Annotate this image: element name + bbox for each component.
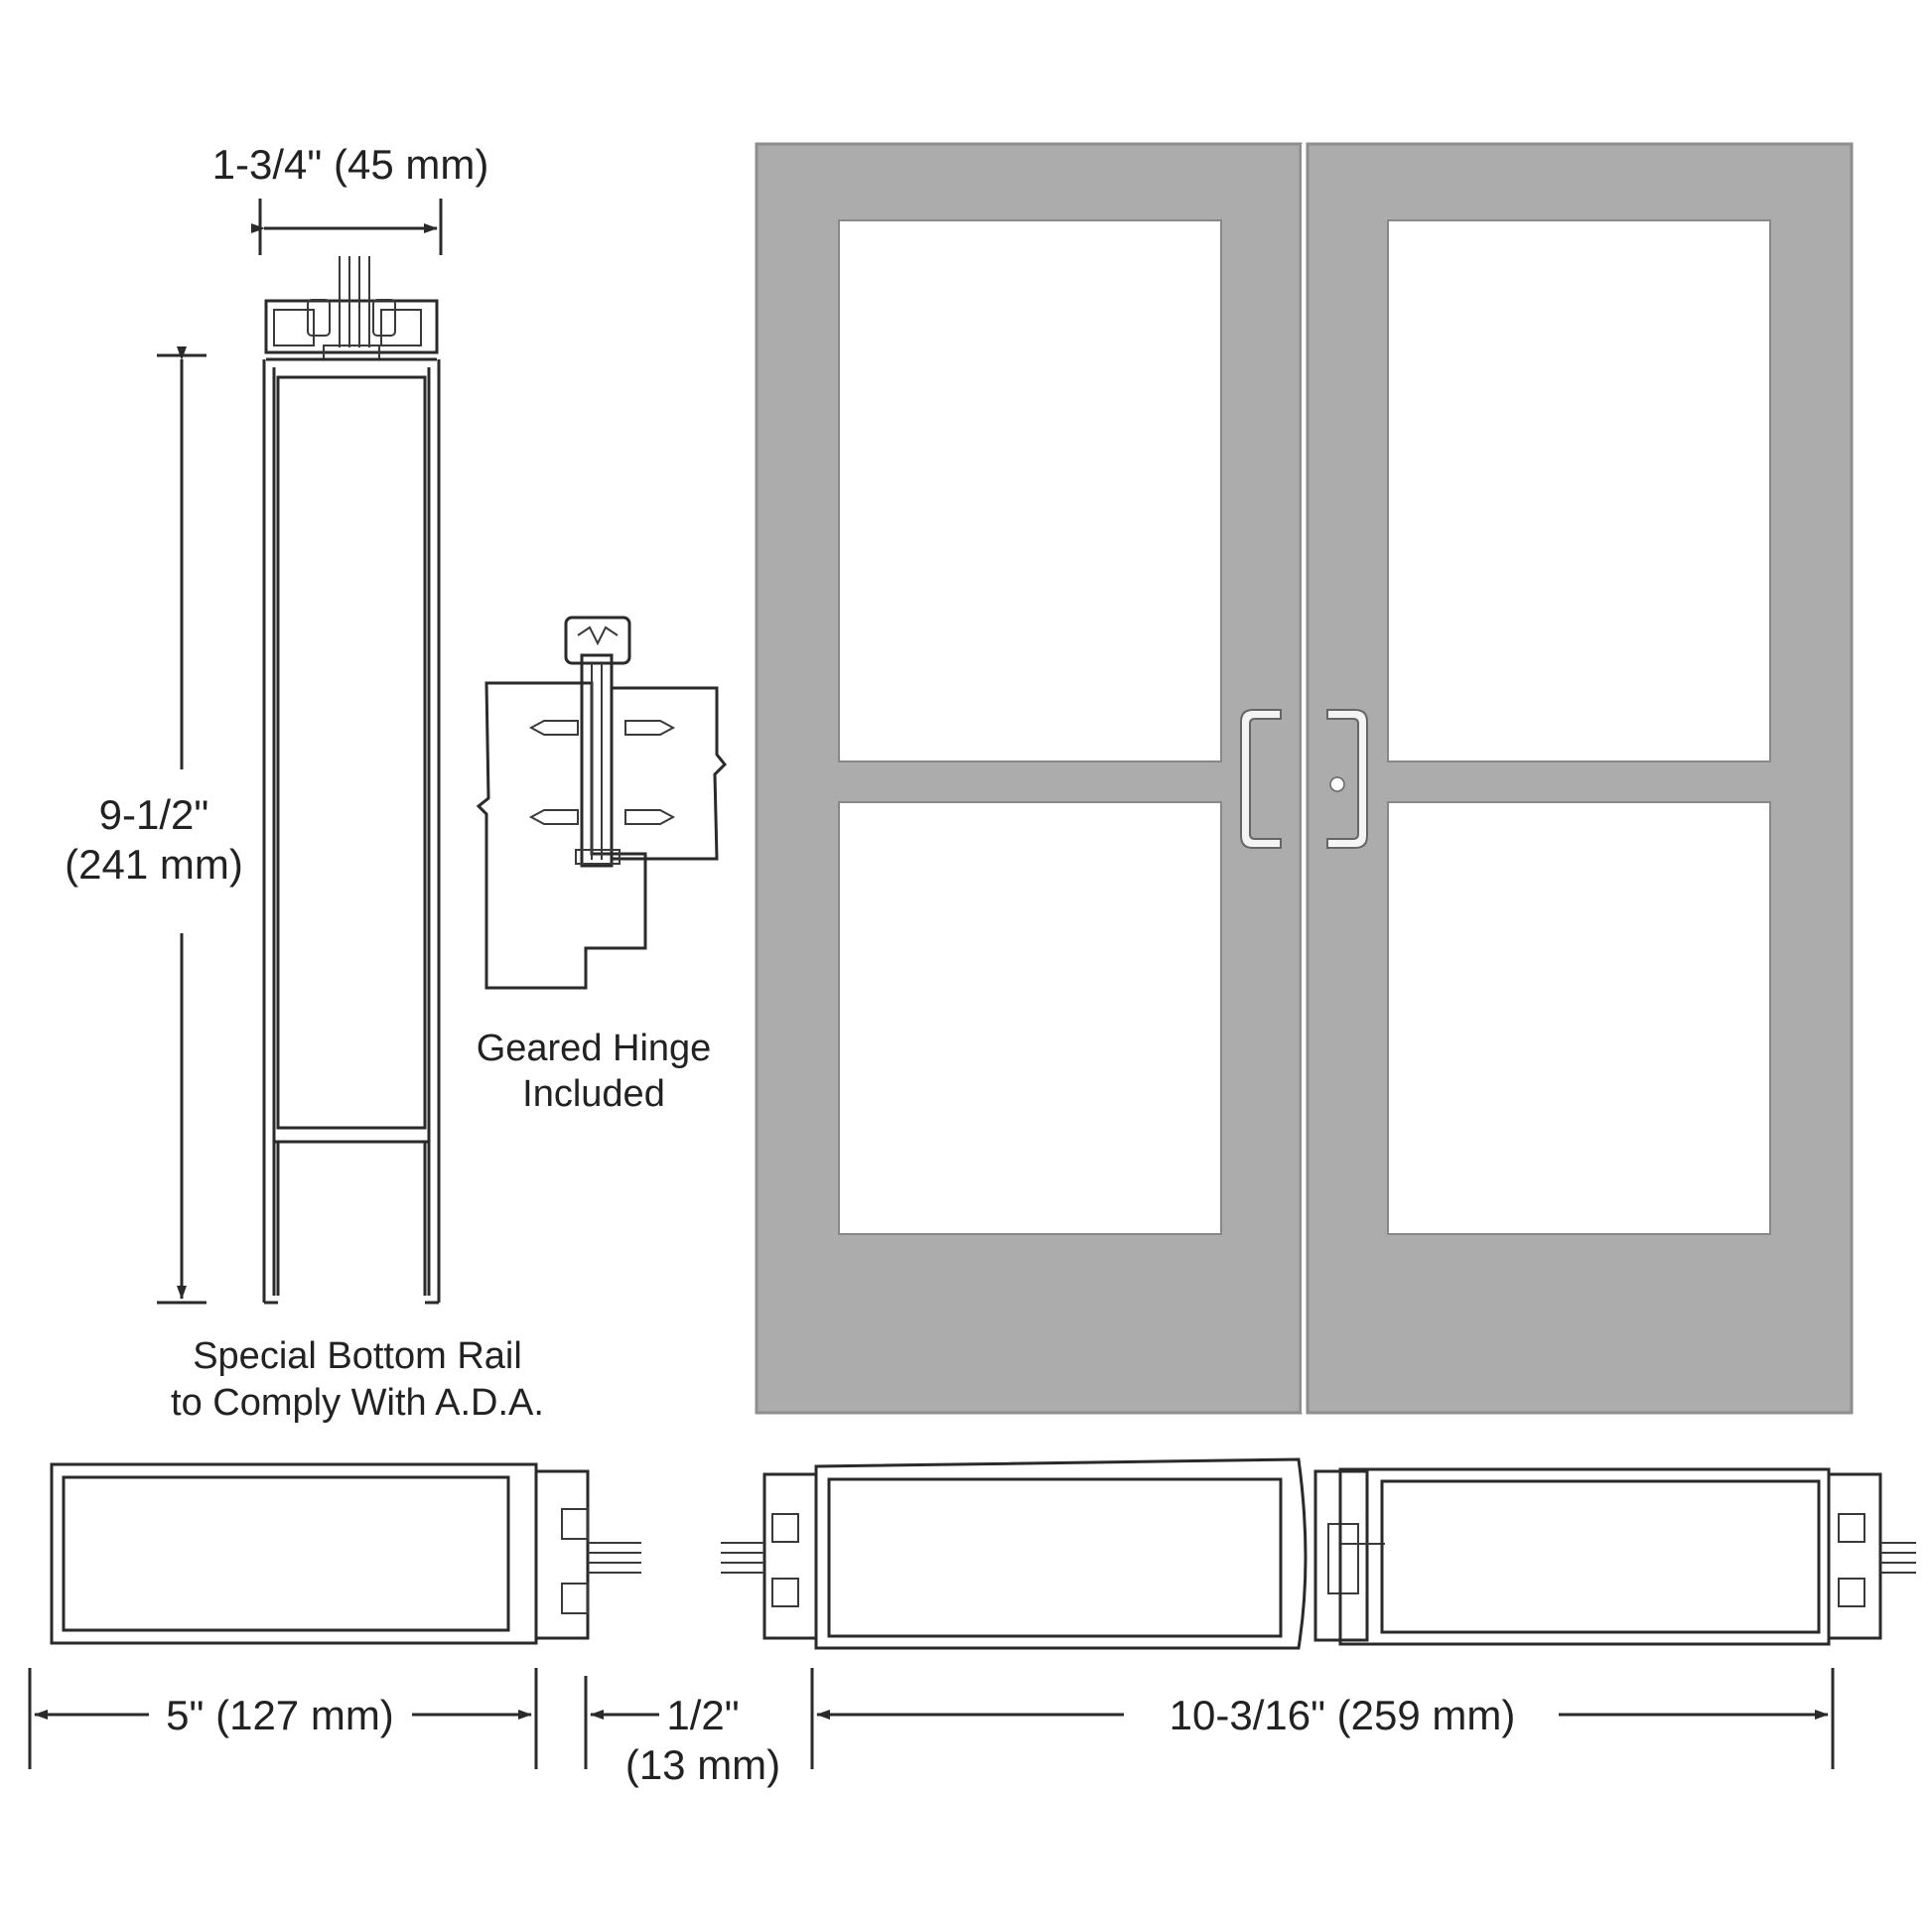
lock-cylinder-icon bbox=[1329, 776, 1345, 792]
pair-width-label: 10-3/16" (259 mm) bbox=[1170, 1692, 1516, 1738]
bottom-rail-caption-line1: Special Bottom Rail bbox=[193, 1335, 522, 1377]
rail-height-mm: (241 mm) bbox=[65, 841, 243, 888]
rail-height-dimension: 9-1/2" (241 mm) bbox=[65, 346, 243, 1305]
stile-width-label: 1-3/4" (45 mm) bbox=[212, 141, 489, 188]
section-width-dimension: 5" (127 mm) bbox=[28, 1668, 538, 1769]
geared-hinge-detail bbox=[476, 616, 728, 990]
hinge-caption-line1: Geared Hinge bbox=[477, 1028, 712, 1069]
right-door-pull-handle[interactable] bbox=[1326, 709, 1368, 849]
gap-mm-label: (13 mm) bbox=[625, 1741, 780, 1788]
pair-width-dimension: 10-3/16" (259 mm) bbox=[810, 1668, 1835, 1769]
pair-stile-section bbox=[721, 1457, 1916, 1650]
right-door-upper-glass bbox=[1387, 219, 1771, 762]
right-door-leaf bbox=[1306, 142, 1854, 1415]
stile-width-dimension: 1-3/4" (45 mm) bbox=[212, 141, 489, 255]
left-door-leaf bbox=[755, 142, 1303, 1415]
hinge-caption-line2: Included bbox=[522, 1073, 665, 1115]
gap-dimension: 1/2" (13 mm) bbox=[584, 1676, 780, 1788]
single-stile-section bbox=[50, 1462, 641, 1645]
gap-inches-label: 1/2" bbox=[666, 1692, 739, 1738]
left-door-pull-handle[interactable] bbox=[1240, 709, 1282, 849]
left-door-upper-glass bbox=[838, 219, 1222, 762]
section-width-label: 5" (127 mm) bbox=[166, 1692, 394, 1738]
bottom-rail-caption-line2: to Comply With A.D.A. bbox=[171, 1382, 544, 1424]
right-door-lower-glass bbox=[1387, 801, 1771, 1235]
rail-height-inches: 9-1/2" bbox=[99, 791, 209, 838]
bottom-rail-profile bbox=[262, 256, 441, 1305]
double-door-elevation bbox=[755, 142, 1854, 1415]
left-door-lower-glass bbox=[838, 801, 1222, 1235]
